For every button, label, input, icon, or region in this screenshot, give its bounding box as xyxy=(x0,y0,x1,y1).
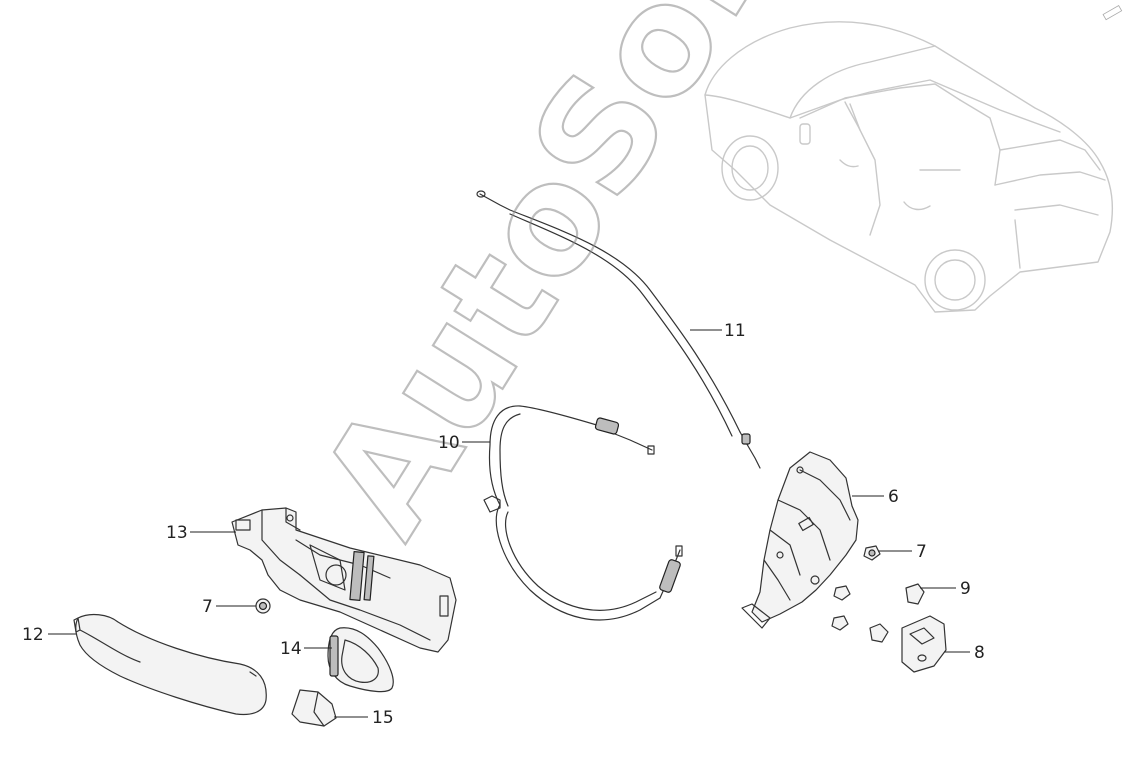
svg-text:8: 8 xyxy=(974,643,985,663)
callout-7-left: 7 xyxy=(202,597,256,617)
pin-9b xyxy=(869,623,889,643)
callout-9: 9 xyxy=(920,579,971,599)
svg-text:10: 10 xyxy=(438,433,460,453)
svg-text:AutoSoft: AutoSoft xyxy=(288,0,831,564)
svg-text:6: 6 xyxy=(888,487,899,507)
nut-7-left xyxy=(255,598,271,614)
bezel-14 xyxy=(327,627,394,693)
callout-13: 13 xyxy=(166,523,236,543)
callout-6: 6 xyxy=(852,487,899,507)
callout-8: 8 xyxy=(944,643,985,663)
svg-text:7: 7 xyxy=(202,597,213,617)
callout-12: 12 xyxy=(22,625,76,645)
screw-7-right xyxy=(863,545,881,561)
callout-11: 11 xyxy=(690,321,746,341)
screw-extra-1 xyxy=(833,585,851,601)
svg-text:12: 12 xyxy=(22,625,44,645)
outer-handle-12 xyxy=(73,613,267,716)
callout-10: 10 xyxy=(438,433,490,453)
svg-text:13: 13 xyxy=(166,523,188,543)
screw-extra-2 xyxy=(831,615,849,631)
vehicle-reference-icon xyxy=(704,21,1113,313)
watermark-text: AutoSoft xyxy=(287,0,832,565)
pin-9 xyxy=(905,583,925,605)
svg-text:7: 7 xyxy=(916,542,927,562)
cable-11 xyxy=(476,190,761,469)
corner-logo-icon xyxy=(1102,4,1123,21)
svg-text:14: 14 xyxy=(280,639,302,659)
cable-10 xyxy=(483,405,683,621)
callout-14: 14 xyxy=(280,639,332,659)
svg-text:11: 11 xyxy=(724,321,746,341)
lock-actuator-6 xyxy=(741,451,859,629)
svg-text:9: 9 xyxy=(960,579,971,599)
striker-8 xyxy=(901,615,947,673)
svg-text:15: 15 xyxy=(372,708,394,728)
callout-7-right: 7 xyxy=(878,542,927,562)
cap-15 xyxy=(291,689,337,727)
callout-15: 15 xyxy=(334,708,394,728)
handle-frame-13 xyxy=(231,507,457,653)
